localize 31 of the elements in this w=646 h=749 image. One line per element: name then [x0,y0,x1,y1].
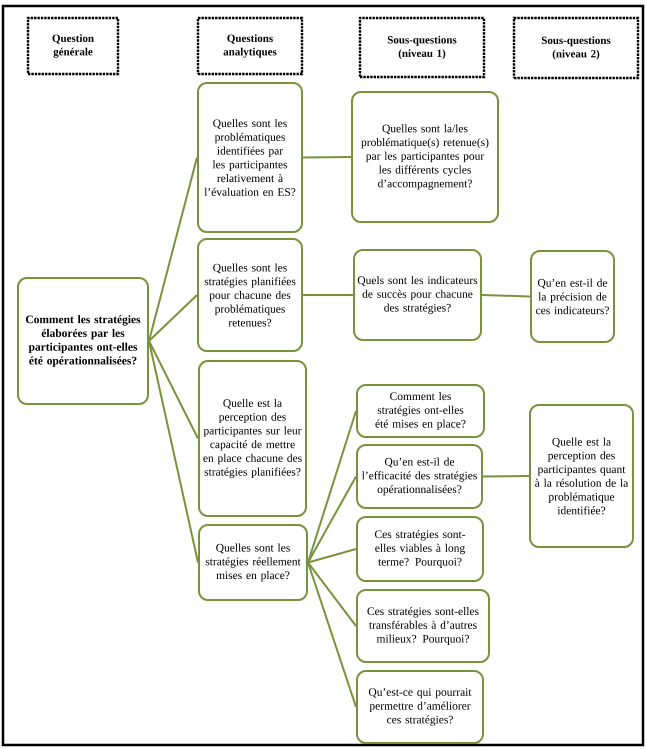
question-box: Quelles sont les stratégies réellement mises en place? [198,524,308,601]
question-box: Comment les stratégies ont-elles été mises en place? [356,384,485,438]
connector-line [307,476,357,563]
question-box: Quelles sont les stratégies planifiées pour chacune des problématiques retenues? [197,238,303,352]
connector-line [482,294,530,298]
connector-line [307,410,357,563]
question-box: Quelle est la perception des participantes quant à la résolution de la problématique identifiée? [529,404,634,548]
connector-line [148,294,198,342]
connector-line [148,157,198,342]
connector-line [307,562,357,708]
question-box: Quelles sont la/les problématique(s) retenue(s) par les participantes pour les différents cycles d’accompagnement? [351,91,499,223]
connector-line [148,340,199,563]
question-box: Qu’en est-il de l’efficacité des stratégies opérationnalisées? [356,444,483,509]
question-box: Quels sont les indicateurs de succès pour chacune des stratégies? [353,249,482,341]
question-box: Ces stratégies sont-elles viables à long terme? Pourquoi? [356,516,484,582]
question-box: Comment les stratégies élaborées par les participantes ont-elles été opérationnalisées? [17,277,149,405]
question-box: Quelles sont les problématiques identifiées par les participantes relativement à l’évaluation en ES? [197,82,303,233]
connector-line [148,340,199,439]
connector-line [308,548,356,564]
header-box: Sous-questions (niveau 1) [358,16,486,78]
header-box: Sous-questions (niveau 2) [512,16,640,80]
connector-line [302,156,351,158]
question-box: Ces stratégies sont-elles transférables à d’autres milieux? Pourquoi? [356,589,490,663]
header-box: Question générale [26,16,120,76]
question-box: Quelle est la perception des participantes sur leur capacité de mettre en place chacune des stratégies planifiées? [198,360,307,517]
header-box: Questions analytiques [196,16,304,76]
connector-line [303,294,353,296]
connector-line [307,562,357,627]
question-box: Qu’est-ce qui pourrait permettre d’améliorer ces stratégies? [356,670,484,744]
connector-line [482,475,529,478]
question-box: Qu’en est-il de la précision de ces indicateurs? [530,250,615,343]
